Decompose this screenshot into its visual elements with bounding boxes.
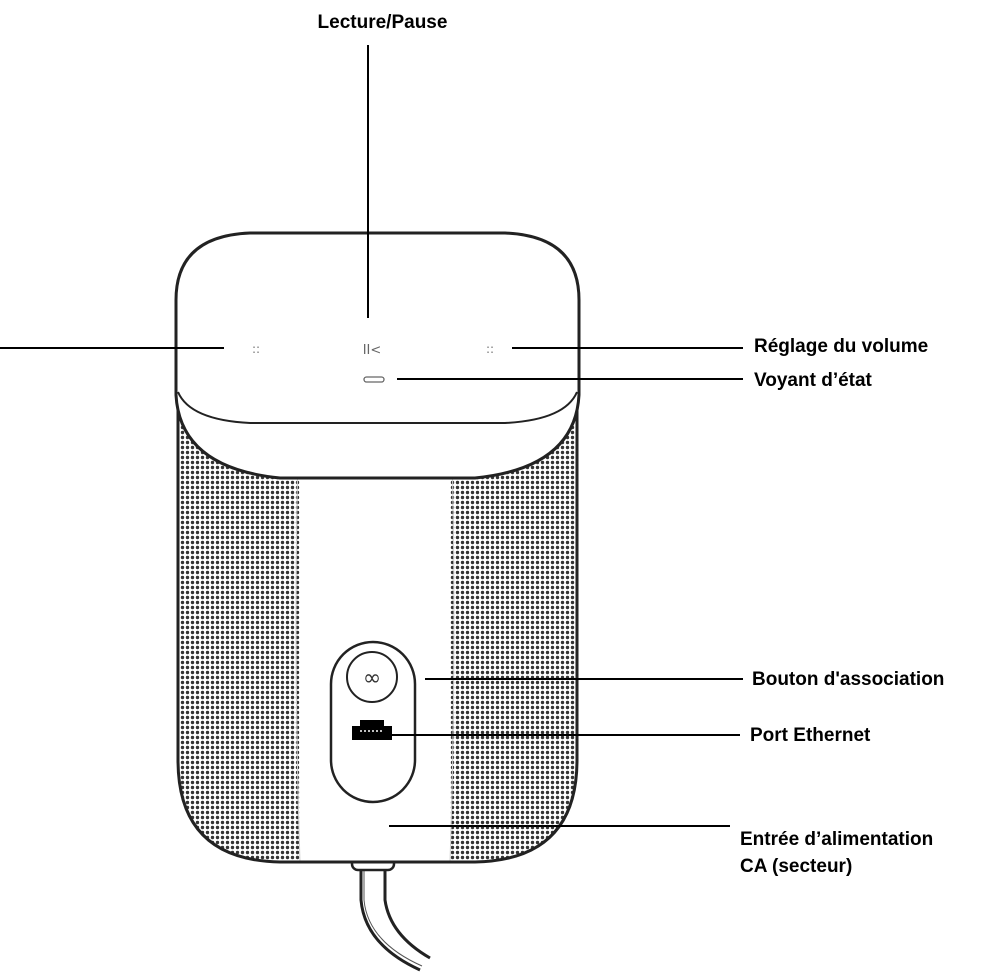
label-power-line2: CA (secteur): [740, 856, 853, 877]
label-power-line1: Entrée d’alimentation: [740, 829, 934, 850]
label-play-pause: Lecture/Pause: [317, 12, 448, 33]
label-ethernet-port: Port Ethernet: [750, 725, 871, 746]
volume-up-dots: ::: [486, 342, 494, 356]
label-volume: Réglage du volume: [754, 336, 929, 357]
ethernet-port-icon: [352, 720, 392, 740]
label-power-input: Entrée d’alimentation CA (secteur): [740, 826, 933, 880]
speaker-top: [174, 231, 581, 480]
join-button: [346, 651, 398, 703]
leader-lines: [0, 45, 743, 827]
label-status-light: Voyant d’état: [754, 370, 872, 391]
label-join-button: Bouton d'association: [752, 669, 945, 690]
play-pause-icon: II<: [363, 343, 382, 358]
power-cable: [350, 850, 431, 972]
volume-down-dots: ::: [252, 342, 260, 356]
status-light: [363, 376, 385, 383]
rear-panel: ∞: [329, 640, 417, 804]
join-icon: ∞: [363, 666, 381, 691]
